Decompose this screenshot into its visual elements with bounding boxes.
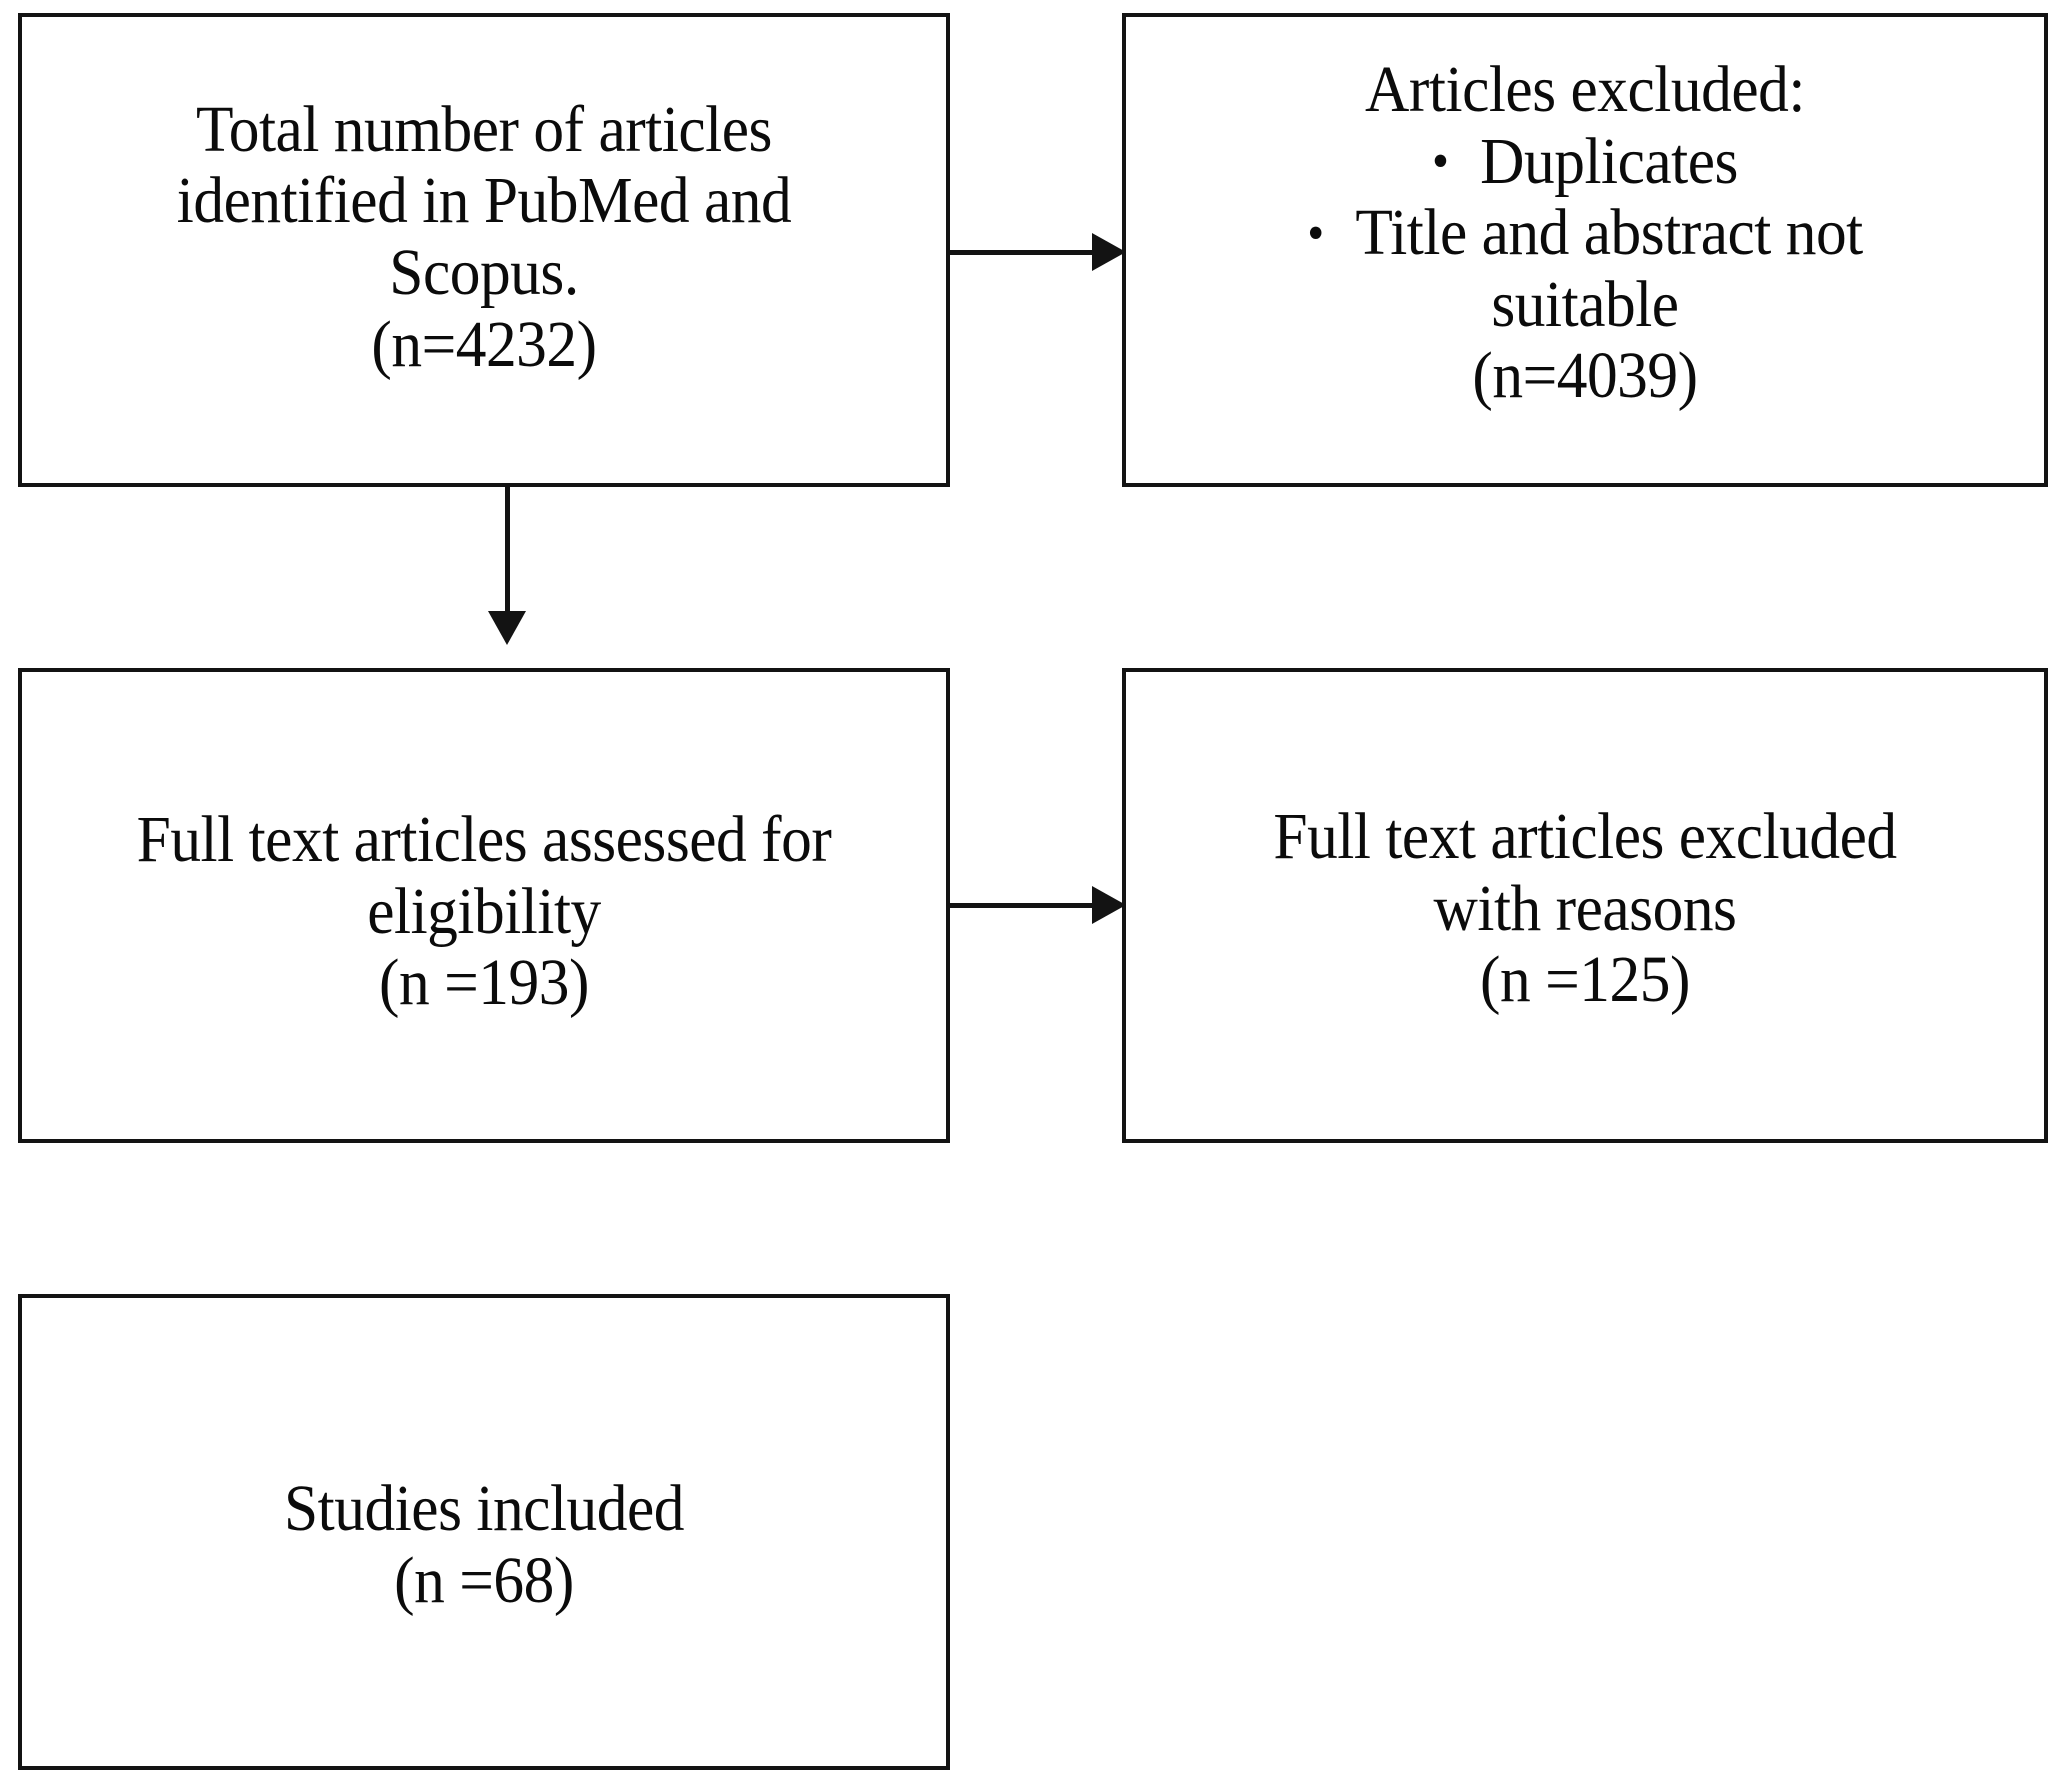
excluded-reason-item: • Duplicates	[1158, 124, 2012, 198]
identified-count: (n=4232)	[371, 307, 597, 381]
eligibility-line-1: Full text articles assessed for	[136, 803, 832, 877]
connector-identified-to-excluded	[950, 250, 1094, 255]
fulltext-excluded-count: (n =125)	[1480, 943, 1690, 1017]
identified-line-2: identified in PubMed and	[176, 164, 792, 238]
eligibility-line-2: eligibility	[367, 874, 601, 948]
excluded-count: (n=4039)	[1472, 339, 1698, 413]
box-fulltext-excluded: Full text articles excluded with reasons…	[1122, 668, 2048, 1143]
fulltext-excluded-line-1: Full text articles excluded	[1273, 800, 1897, 874]
bullet-icon: •	[1307, 205, 1324, 263]
box-articles-excluded: Articles excluded: •Duplicates •Title an…	[1122, 13, 2048, 487]
box-studies-included-text: Studies included (n =68)	[54, 1447, 913, 1616]
connector-eligibility-to-fulltext-excluded	[950, 903, 1094, 908]
box-articles-identified: Total number of articles identified in P…	[18, 13, 950, 487]
bullet-icon: •	[1432, 133, 1449, 191]
excluded-heading: Articles excluded:	[1365, 52, 1805, 126]
identified-line-1: Total number of articles	[196, 92, 772, 166]
included-count: (n =68)	[394, 1544, 574, 1617]
connector-identified-to-eligibility	[505, 487, 510, 619]
excluded-reason-label: Title and abstract not	[1355, 196, 1863, 270]
included-line-1: Studies included	[283, 1472, 685, 1546]
excluded-reason-label-continued: suitable	[1491, 267, 1679, 341]
arrowhead-right-icon	[1092, 233, 1126, 271]
box-articles-excluded-text: Articles excluded: •Duplicates •Title an…	[1158, 54, 2012, 446]
box-fulltext-excluded-text: Full text articles excluded with reasons…	[1158, 795, 2012, 1016]
arrowhead-right-icon	[1092, 886, 1126, 924]
excluded-reasons-list: •Duplicates •Title and abstract not suit…	[1158, 124, 2012, 341]
box-articles-identified-text: Total number of articles identified in P…	[54, 94, 913, 406]
box-eligibility-assessed-text: Full text articles assessed for eligibil…	[54, 792, 913, 1019]
identified-line-3: Scopus.	[389, 236, 579, 309]
box-eligibility-assessed: Full text articles assessed for eligibil…	[18, 668, 950, 1143]
eligibility-count: (n =193)	[379, 946, 589, 1020]
excluded-reason-label: Duplicates	[1480, 124, 1738, 198]
fulltext-excluded-line-2: with reasons	[1433, 871, 1737, 945]
box-studies-included: Studies included (n =68)	[18, 1294, 950, 1770]
arrowhead-down-icon	[488, 611, 526, 645]
excluded-reason-item: • Title and abstract not suitable	[1158, 197, 2012, 340]
